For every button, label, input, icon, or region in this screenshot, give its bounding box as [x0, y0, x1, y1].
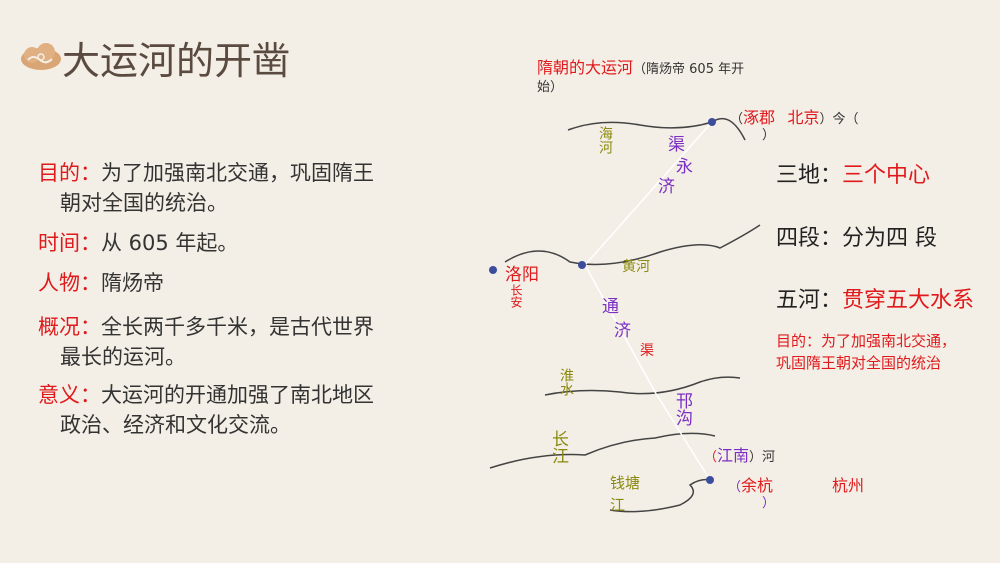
purpose-text: 为了加强南北交通，巩固隋王: [101, 161, 374, 185]
luoyang-city-icon: [578, 261, 586, 269]
map-heading-cont: 始）: [537, 80, 564, 95]
time-label: 时间：: [38, 231, 101, 255]
haihe-label: 海河: [597, 126, 613, 154]
huaishui-label: 淮水: [558, 368, 574, 396]
siduan-label: 四段：: [776, 226, 843, 251]
qiantangjiang-label: 钱塘江: [610, 474, 641, 514]
significance-text: 大运河的开通加强了南北地区: [101, 383, 374, 407]
map-heading: 隋朝的大运河（隋炀帝 605 年开: [537, 54, 744, 78]
purpose-label: 目的：: [38, 161, 101, 185]
zhuojun-label: （涿郡 北京）今（: [730, 104, 858, 128]
time-text: 从 605 年起。: [101, 231, 239, 255]
yuhang-close: ）: [762, 496, 776, 511]
huanghe-label: 黄河: [622, 259, 650, 275]
yongji-yong: 渠: [668, 135, 685, 155]
cloud-logo-icon: [21, 43, 61, 70]
sandi-value: 三个中心: [842, 163, 931, 188]
significance-item: 意义：大运河的开通加强了南北地区 政治、经济和文化交流。: [38, 380, 458, 440]
page-title: 大运河的开凿: [62, 39, 291, 83]
person-text: 隋炀帝: [101, 271, 164, 295]
yuhang-name: 余杭: [741, 476, 774, 495]
summary-purpose-line1: 目的：为了加强南北交通，: [776, 332, 957, 350]
hangou-label: 邗沟: [672, 392, 692, 426]
changan-label: 长安: [509, 284, 523, 308]
changjiang-label: 长江: [548, 430, 568, 464]
yuhang-label: （余杭: [728, 476, 774, 495]
hangzhou-label: 杭州: [832, 476, 865, 495]
yuhang-city-icon: [706, 476, 714, 484]
wuhe-value: 贯穿五大水系: [842, 288, 975, 313]
overview-label: 概况：: [38, 315, 101, 339]
wuhe-label: 五河：: [776, 288, 843, 313]
overview-item: 概况：全长两千多千米，是古代世界 最长的运河。: [38, 312, 458, 372]
jiangnan-label: （江南）河: [704, 446, 776, 465]
siduan-value: 分为四 段: [842, 226, 938, 251]
zhuojun-open: （: [730, 112, 744, 127]
yongji-ji: 济: [658, 177, 675, 197]
overview-text-cont: 最长的运河。: [60, 345, 186, 369]
sandi-item: 三地：三个中心: [776, 157, 930, 189]
significance-text-cont: 政治、经济和文化交流。: [60, 413, 291, 437]
zhuojun-close: ）: [762, 128, 776, 143]
beijing-name: 北京: [787, 108, 820, 127]
time-item: 时间：从 605 年起。: [38, 228, 458, 258]
jiangnan-he: ）河: [749, 450, 776, 465]
tongji-ji: 济: [614, 321, 631, 341]
jiangnan-name: 江南: [717, 446, 750, 465]
summary-purpose-line2: 巩固隋王朝对全国的统治: [776, 354, 942, 372]
jin-label: ）今（: [819, 112, 859, 127]
zhuojun-city-icon: [708, 118, 716, 126]
siduan-item: 四段：分为四 段: [776, 220, 937, 252]
wuhe-item: 五河：贯穿五大水系: [776, 282, 974, 314]
zhuojun-name: 涿郡: [743, 108, 776, 127]
changan-city-icon: [489, 266, 497, 274]
map-heading-sub: （隋炀帝 605 年开: [633, 62, 745, 77]
overview-text: 全长两千多千米，是古代世界: [101, 315, 374, 339]
yongji-label: 永: [676, 157, 693, 177]
purpose-item: 目的：为了加强南北交通，巩固隋王 朝对全国的统治。: [38, 158, 458, 218]
purpose-text-cont: 朝对全国的统治。: [60, 191, 228, 215]
luoyang-label: 洛阳: [505, 265, 539, 285]
map-heading-main: 隋朝的大运河: [537, 58, 634, 77]
significance-label: 意义：: [38, 383, 101, 407]
tongji-tong: 通: [602, 297, 619, 317]
tongji-qu: 渠: [640, 343, 654, 359]
person-label: 人物：: [38, 271, 101, 295]
person-item: 人物：隋炀帝: [38, 268, 458, 298]
sandi-label: 三地：: [776, 163, 843, 188]
